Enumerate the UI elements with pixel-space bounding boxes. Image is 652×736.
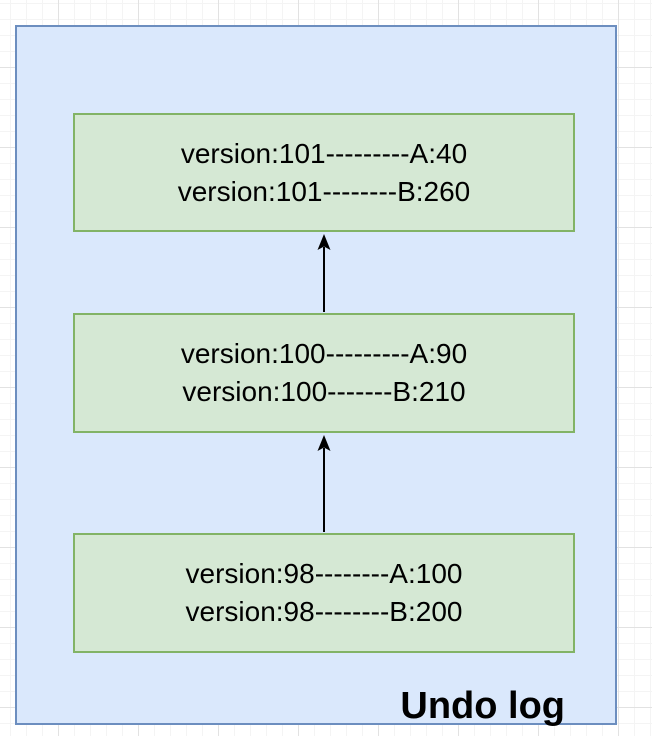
arrow-up-icon (312, 434, 336, 533)
version-line: version:100---------A:90 (180, 338, 468, 369)
diagram-title: Undo log (400, 685, 565, 727)
version-line: version:98--------B:200 (185, 596, 463, 627)
version-line: version:101--------B:260 (177, 175, 471, 207)
version-line: version:98--------A:100 (185, 558, 463, 589)
version-line: version:100-------B:210 (182, 376, 466, 407)
version-box-98: version:98--------A:100 version:98------… (73, 533, 575, 653)
arrow-up-icon (312, 233, 336, 313)
version-box-101: version:101---------A:40 version:101----… (73, 113, 575, 232)
version-box-100: version:100---------A:90 version:100----… (73, 313, 575, 433)
undo-log-container: version:101---------A:40 version:101----… (15, 25, 617, 727)
version-line: version:101---------A:40 (180, 137, 468, 169)
